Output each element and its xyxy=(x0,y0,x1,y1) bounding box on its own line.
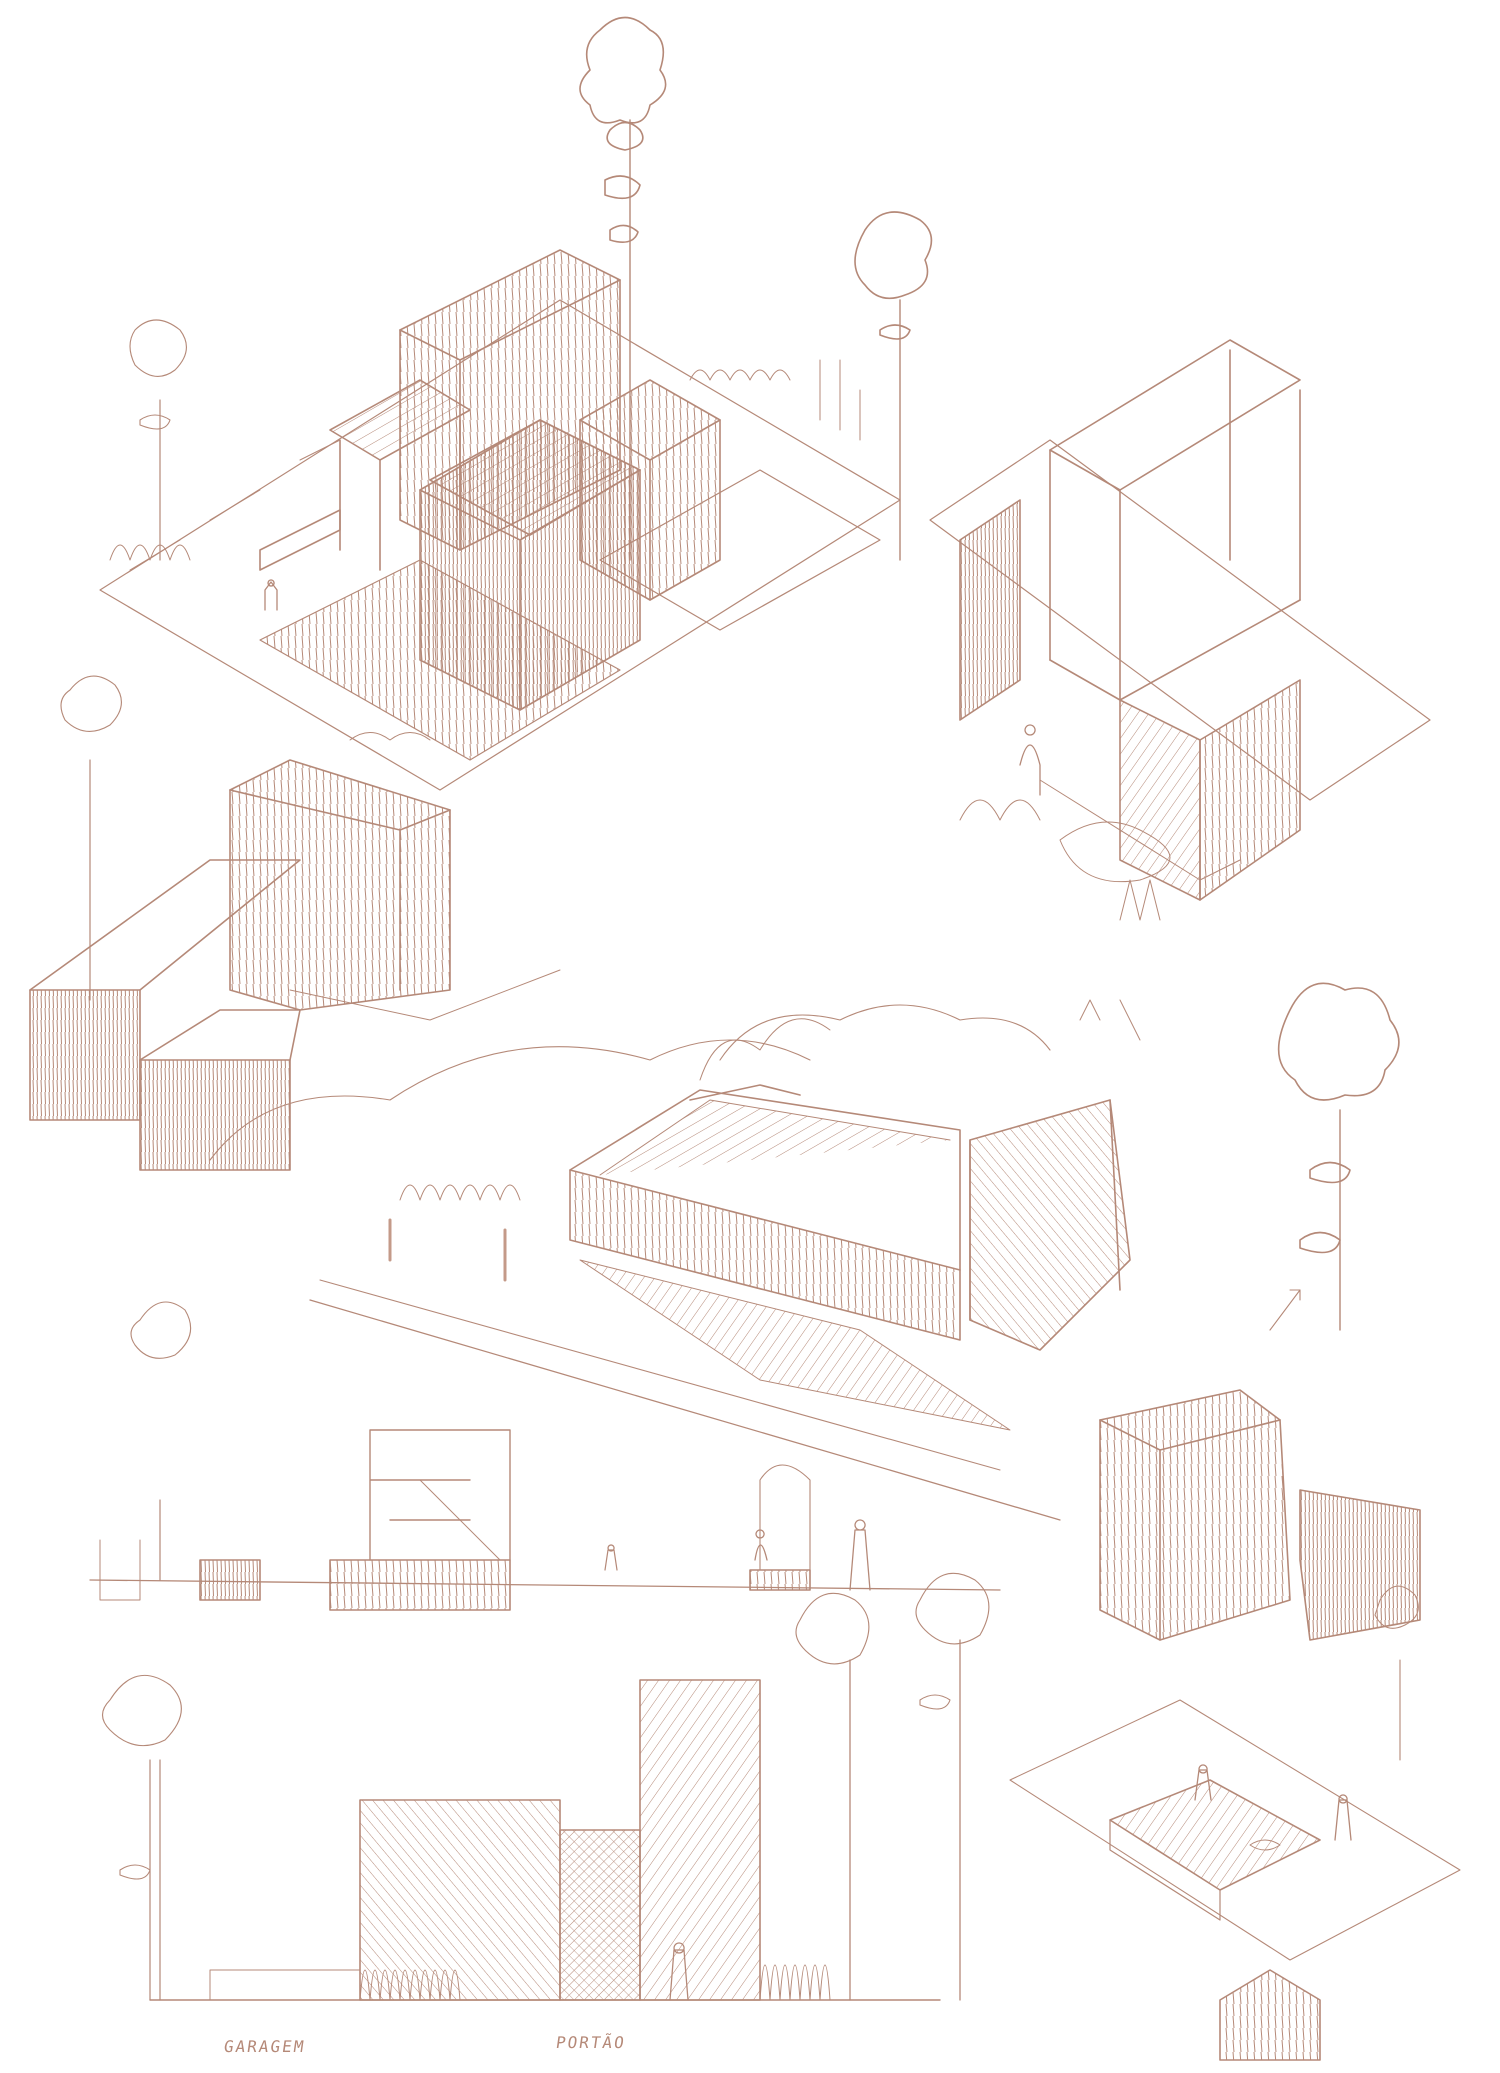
axonometric-pavilion xyxy=(929,339,1431,921)
tree-top-center xyxy=(579,16,667,561)
perspective-house xyxy=(209,999,1141,1521)
garage-label: GARAGEM xyxy=(222,2037,307,2056)
building-section xyxy=(89,1301,1001,1611)
axonometric-small xyxy=(1009,1585,1461,2061)
axonometric-house-cluster xyxy=(99,249,901,791)
gate-label: PORTÃO xyxy=(554,2033,628,2052)
axonometric-box-right xyxy=(1099,1289,1421,1641)
tree-right-middle xyxy=(1277,982,1400,1331)
tree-top-left xyxy=(129,319,187,561)
street-elevation xyxy=(101,1572,990,2001)
tree-top-right xyxy=(854,211,933,561)
axonometric-boxes xyxy=(29,675,561,1171)
